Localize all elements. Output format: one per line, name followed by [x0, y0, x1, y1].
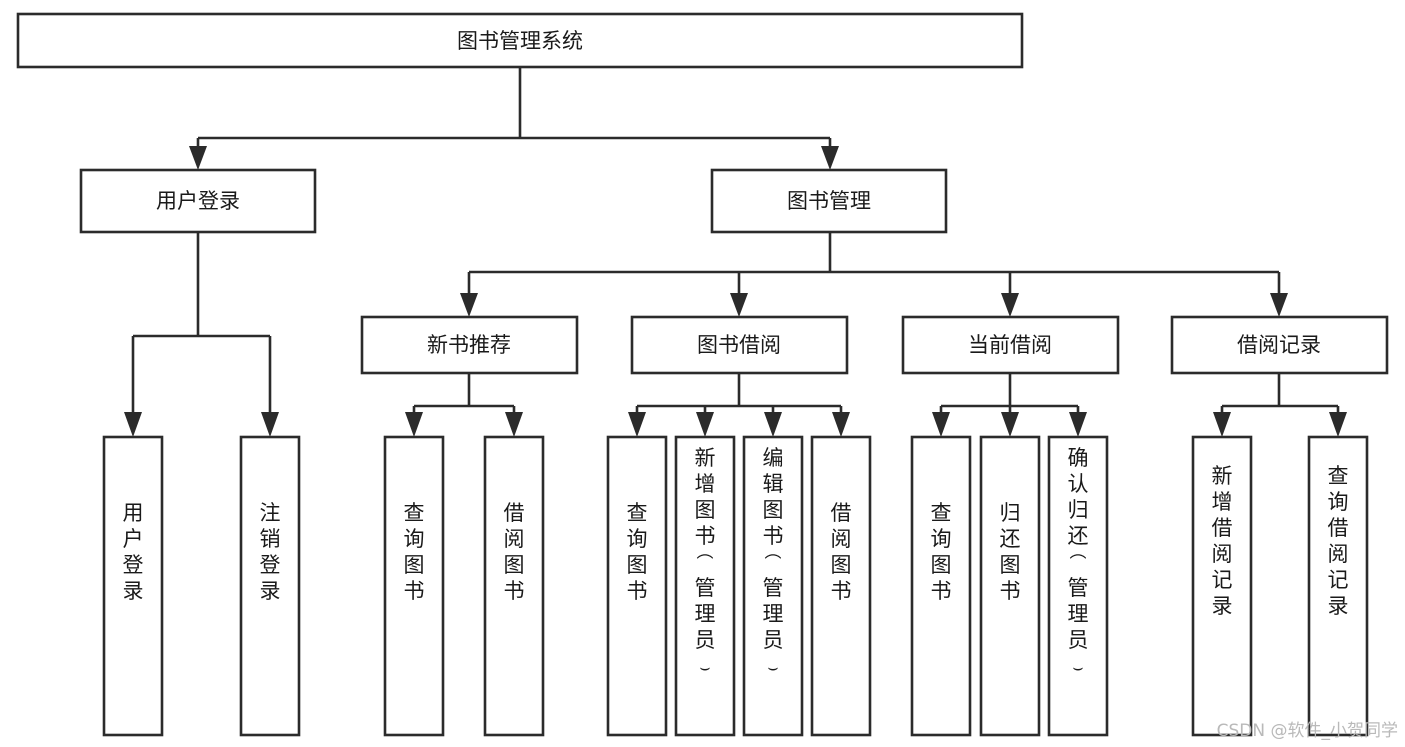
- arrow-leaf-query-book-3: [932, 412, 950, 437]
- arrow-leaf-add-book: [696, 412, 714, 437]
- leaf-add-book-label: 新增图书⌒管理员⌣: [695, 446, 716, 678]
- borrow-record-label: 借阅记录: [1237, 333, 1321, 357]
- arrow-leaf-user-login: [124, 412, 142, 437]
- node-leaf-edit-book[interactable]: 编辑图书⌒管理员⌣: [742, 435, 804, 737]
- leaf-query-record-box[interactable]: [1307, 435, 1369, 737]
- leaf-query-book-1-box[interactable]: [383, 435, 445, 737]
- node-leaf-borrow-book-2[interactable]: 借阅图书: [810, 435, 872, 737]
- user-login-label: 用户登录: [156, 189, 240, 213]
- arrow-leaf-user-logout: [261, 412, 279, 437]
- node-book-borrow[interactable]: 图书借阅: [630, 315, 849, 375]
- arrow-borrow-record: [1270, 293, 1288, 317]
- arrow-leaf-return-book: [1001, 412, 1019, 437]
- book-borrow-label: 图书借阅: [697, 333, 781, 357]
- leaf-edit-book-label: 编辑图书⌒管理员⌣: [763, 446, 784, 678]
- node-leaf-add-record[interactable]: 新增借阅记录: [1191, 435, 1253, 737]
- node-leaf-confirm-return[interactable]: 确认归还⌒管理员⌣: [1047, 435, 1109, 737]
- node-leaf-query-record[interactable]: 查询借阅记录: [1307, 435, 1369, 737]
- leaf-query-book-1-label: 查询图书: [404, 501, 425, 603]
- watermark-text: CSDN @软件_小贺同学: [1217, 721, 1398, 741]
- root-label: 图书管理系统: [457, 29, 583, 53]
- leaf-return-book-box[interactable]: [979, 435, 1041, 737]
- current-borrow-box[interactable]: [901, 315, 1120, 375]
- node-leaf-user-logout[interactable]: 注销登录: [239, 435, 301, 737]
- book-manage-box[interactable]: [710, 168, 948, 234]
- book-borrow-box[interactable]: [630, 315, 849, 375]
- node-leaf-add-book[interactable]: 新增图书⌒管理员⌣: [674, 435, 736, 737]
- leaf-confirm-return-label: 确认归还⌒管理员⌣: [1068, 446, 1089, 678]
- leaf-query-record-label: 查询借阅记录: [1328, 464, 1349, 618]
- leaf-query-book-3-box[interactable]: [910, 435, 972, 737]
- node-book-manage[interactable]: 图书管理: [710, 168, 948, 234]
- arrow-leaf-borrow-book-1: [505, 412, 523, 437]
- arrow-current-borrow: [1001, 293, 1019, 317]
- arrow-leaf-query-book-1: [405, 412, 423, 437]
- leaf-return-book-label: 归还图书: [1000, 501, 1021, 603]
- leaf-edit-book-box[interactable]: [742, 435, 804, 737]
- leaf-user-logout-box[interactable]: [239, 435, 301, 737]
- arrow-leaf-add-record: [1213, 412, 1231, 437]
- arrow-user-login: [189, 146, 207, 170]
- current-borrow-label: 当前借阅: [968, 333, 1052, 357]
- new-book-recommend-box[interactable]: [360, 315, 579, 375]
- arrow-leaf-confirm-return: [1069, 412, 1087, 437]
- leaf-borrow-book-1-box[interactable]: [483, 435, 545, 737]
- root-box[interactable]: [16, 12, 1024, 69]
- leaf-query-book-2-box[interactable]: [606, 435, 668, 737]
- node-root[interactable]: 图书管理系统: [16, 12, 1024, 69]
- node-new-book-recommend[interactable]: 新书推荐: [360, 315, 579, 375]
- leaf-add-book-box[interactable]: [674, 435, 736, 737]
- arrow-leaf-edit-book: [764, 412, 782, 437]
- node-leaf-borrow-book-1[interactable]: 借阅图书: [483, 435, 545, 737]
- leaf-query-book-2-label: 查询图书: [627, 501, 648, 603]
- node-leaf-query-book-1[interactable]: 查询图书: [383, 435, 445, 737]
- node-borrow-record[interactable]: 借阅记录: [1170, 315, 1389, 375]
- leaf-user-login-box[interactable]: [102, 435, 164, 737]
- arrow-leaf-query-record: [1329, 412, 1347, 437]
- book-manage-label: 图书管理: [787, 189, 871, 213]
- arrow-new-book-recommend: [460, 293, 478, 317]
- edges-layer: [124, 67, 1347, 437]
- leaf-borrow-book-2-box[interactable]: [810, 435, 872, 737]
- node-leaf-return-book[interactable]: 归还图书: [979, 435, 1041, 737]
- node-leaf-query-book-2[interactable]: 查询图书: [606, 435, 668, 737]
- arrow-book-manage: [821, 146, 839, 170]
- node-leaf-query-book-3[interactable]: 查询图书: [910, 435, 972, 737]
- borrow-record-box[interactable]: [1170, 315, 1389, 375]
- arrow-leaf-borrow-book-2: [832, 412, 850, 437]
- user-login-box[interactable]: [79, 168, 317, 234]
- leaf-query-book-3-label: 查询图书: [931, 501, 952, 603]
- leaf-add-record-box[interactable]: [1191, 435, 1253, 737]
- arrow-book-borrow: [730, 293, 748, 317]
- leaf-confirm-return-box[interactable]: [1047, 435, 1109, 737]
- node-user-login[interactable]: 用户登录: [79, 168, 317, 234]
- leaf-borrow-book-1-label: 借阅图书: [504, 501, 525, 603]
- leaf-user-login-label: 用户登录: [123, 501, 144, 603]
- leaf-borrow-book-2-label: 借阅图书: [831, 501, 852, 603]
- arrow-leaf-query-book-2: [628, 412, 646, 437]
- new-book-recommend-label: 新书推荐: [427, 333, 511, 357]
- leaf-user-logout-label: 注销登录: [260, 501, 281, 603]
- node-leaf-user-login[interactable]: 用户登录: [102, 435, 164, 737]
- node-current-borrow[interactable]: 当前借阅: [901, 315, 1120, 375]
- leaf-add-record-label: 新增借阅记录: [1212, 464, 1233, 618]
